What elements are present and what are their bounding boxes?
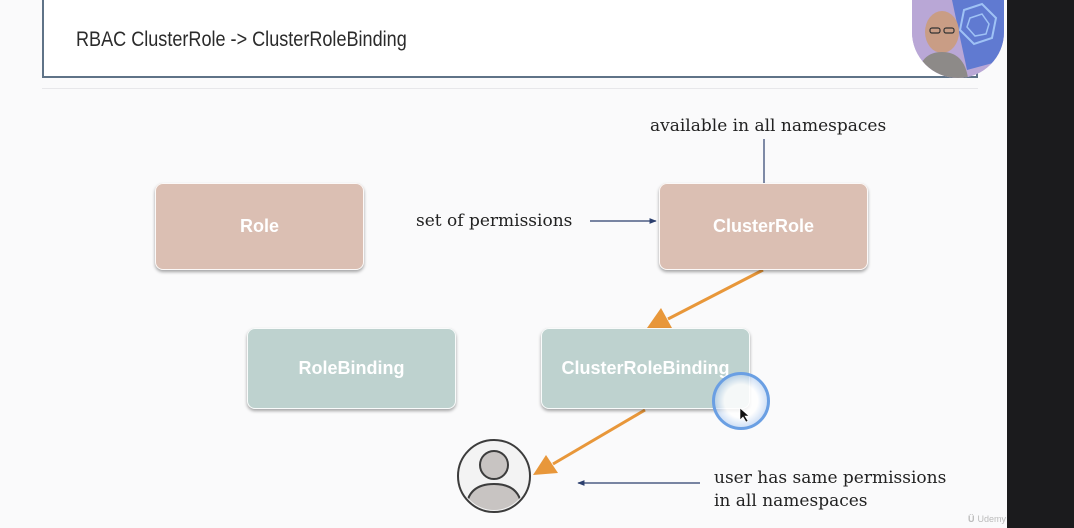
- clusterrole-box: ClusterRole: [659, 183, 868, 270]
- udemy-watermark-text: Udemy: [977, 514, 1007, 524]
- note-user-line1: user has same permissions: [714, 468, 947, 488]
- title-divider: [42, 88, 978, 89]
- note-set-of-permissions: set of permissions: [416, 211, 573, 231]
- note-user-permissions: user has same permissions in all namespa…: [714, 467, 946, 513]
- role-box: Role: [155, 183, 364, 270]
- clusterrolebinding-box-label: ClusterRoleBinding: [561, 358, 730, 378]
- arrow-clusterrole-to-binding: [667, 268, 764, 321]
- title-bar: RBAC ClusterRole -> ClusterRoleBinding: [42, 0, 978, 78]
- rolebinding-box-label: RoleBinding: [298, 358, 405, 378]
- rolebinding-box: RoleBinding: [247, 328, 456, 409]
- note-available: available in all namespaces: [650, 116, 887, 136]
- click-highlight: [712, 372, 770, 430]
- arrow-binding-to-user: [552, 408, 646, 466]
- diagram-arrows: [457, 139, 767, 513]
- user-icon: [457, 439, 531, 513]
- note-user-line2: in all namespaces: [714, 491, 868, 511]
- arrow-binding-to-user-head: [533, 455, 558, 475]
- mouse-pointer-icon: [739, 407, 750, 423]
- slide-title: RBAC ClusterRole -> ClusterRoleBinding: [76, 28, 407, 51]
- slide: RBAC ClusterRole -> ClusterRoleBinding: [0, 0, 1007, 528]
- arrow-clusterrole-to-binding-head: [647, 308, 672, 328]
- clusterrole-box-label: ClusterRole: [712, 216, 815, 236]
- presenter-video: [912, 0, 1004, 78]
- role-box-label: Role: [239, 216, 279, 236]
- udemy-logo-icon: Ü: [968, 514, 975, 524]
